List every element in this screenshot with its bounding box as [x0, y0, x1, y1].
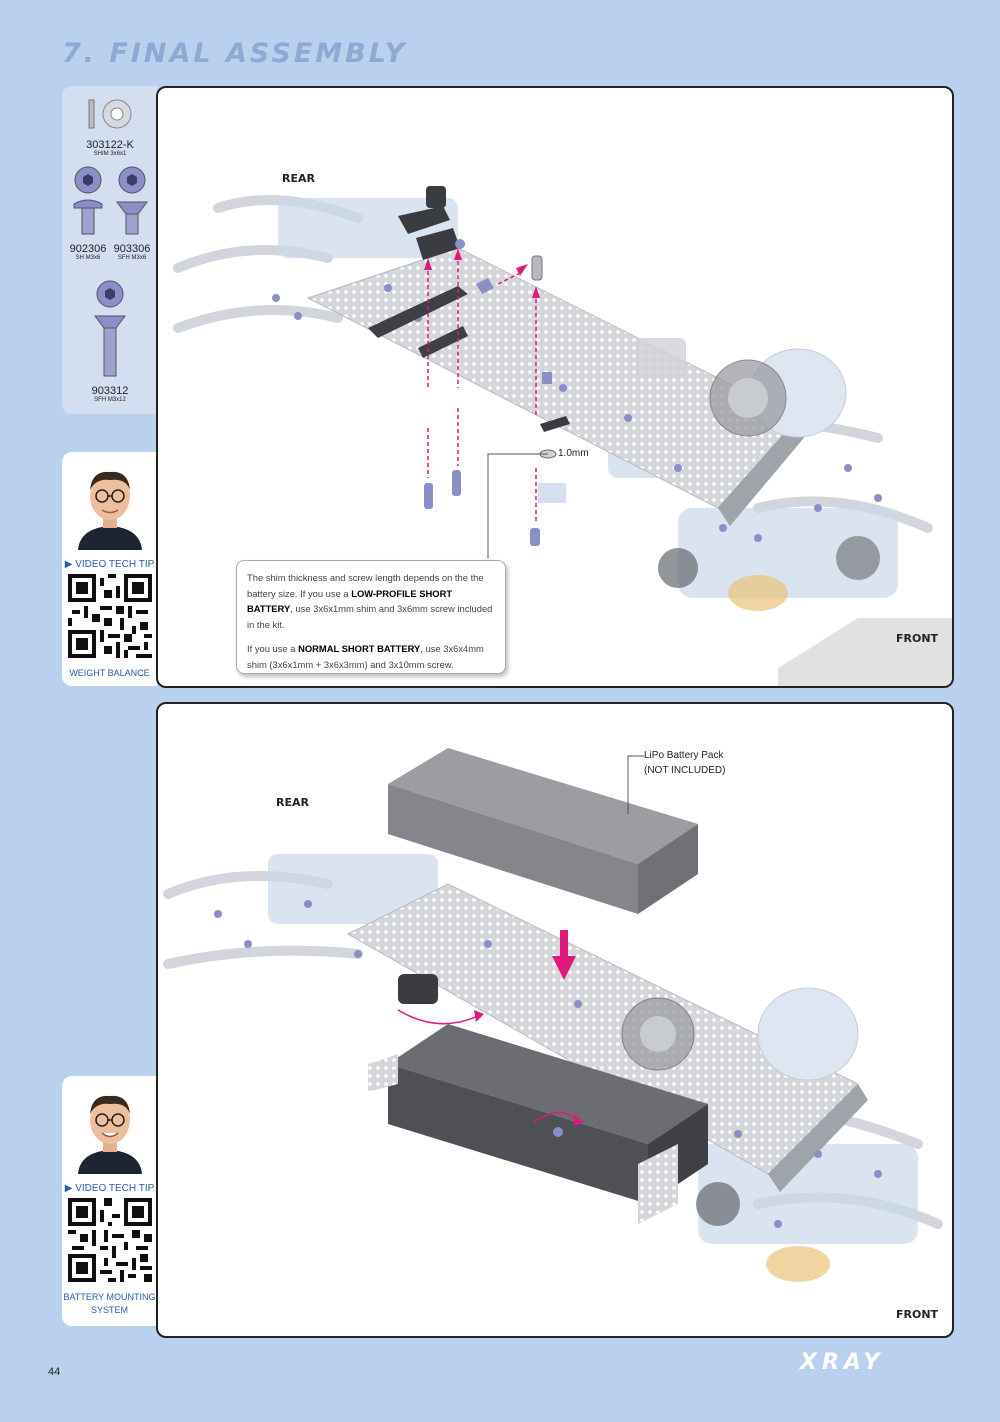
rear-label: REAR	[276, 796, 309, 809]
step-2-panel: REAR FRONT LiPo Battery Pack (NOT INCLUD…	[156, 702, 954, 1338]
video-tip-heading: ▶ VIDEO TECH TIP	[64, 1183, 155, 1194]
presenter-avatar	[69, 460, 150, 550]
step-1-panel: REAR FRONT 1.0mm	[156, 86, 954, 688]
front-label: FRONT	[896, 632, 939, 645]
page-number: 44	[48, 1366, 61, 1378]
battery-installation-illustration	[163, 748, 943, 1282]
chassis-exploded-illustration	[173, 186, 952, 686]
video-tip-heading: ▶ VIDEO TECH TIP	[64, 559, 155, 570]
note-paragraph-1: The shim thickness and screw length depe…	[247, 572, 493, 630]
part-code: 903312	[91, 385, 129, 397]
video-tip-label: WEIGHT BALANCE	[69, 668, 150, 678]
flat-head-screw-icon	[116, 166, 148, 235]
part-code: 303122-K	[86, 139, 134, 151]
part-sfh-m3x6: 903306 SFH M3x6	[110, 166, 154, 261]
presenter-avatar	[69, 1084, 150, 1174]
part-desc: SFH M3x6	[117, 255, 147, 261]
qr-code-icon[interactable]	[67, 1198, 152, 1282]
rear-label: REAR	[282, 172, 315, 185]
button-head-screw-icon	[73, 166, 103, 235]
play-icon: ▶	[64, 559, 73, 570]
parts-list: 303122-K SHIM 3x6x1 902306 SH M3x6 90330…	[62, 86, 158, 414]
part-sh-m3x6: 902306 SH M3x6	[66, 166, 110, 261]
video-tip-label: BATTERY MOUNTING SYSTEM	[63, 1292, 156, 1315]
part-desc: SHIM 3x6x1	[93, 151, 127, 157]
page-title: 7. FINAL ASSEMBLY	[62, 38, 408, 69]
qr-code-icon[interactable]	[67, 574, 152, 658]
part-sfh-m3x12: 903312 SFH M3x12	[62, 280, 158, 403]
part-desc: SH M3x6	[75, 255, 101, 261]
front-label: FRONT	[896, 1308, 939, 1321]
shim-note: The shim thickness and screw length depe…	[236, 560, 506, 674]
part-code: 902306	[69, 243, 107, 255]
shim-icon	[88, 99, 132, 129]
play-icon: ▶	[64, 1183, 73, 1194]
note-paragraph-2: If you use a NORMAL SHORT BATTERY, use 3…	[247, 643, 484, 670]
shim-thickness-label: 1.0mm	[558, 448, 589, 459]
part-shim: 303122-K SHIM 3x6x1	[62, 94, 158, 157]
video-tech-tip-1[interactable]: ▶ VIDEO TECH TIP WEIGHT BALANCE	[62, 452, 157, 686]
part-code: 903306	[113, 243, 151, 255]
battery-pack-label: LiPo Battery Pack (NOT INCLUDED)	[644, 750, 726, 776]
brand-logo: XRAY	[800, 1350, 885, 1375]
long-flat-head-screw-icon	[94, 280, 126, 377]
part-desc: SFH M3x12	[94, 397, 126, 403]
video-tech-tip-2[interactable]: ▶ VIDEO TECH TIP BATTERY MOUNTING SYSTEM	[62, 1076, 157, 1326]
